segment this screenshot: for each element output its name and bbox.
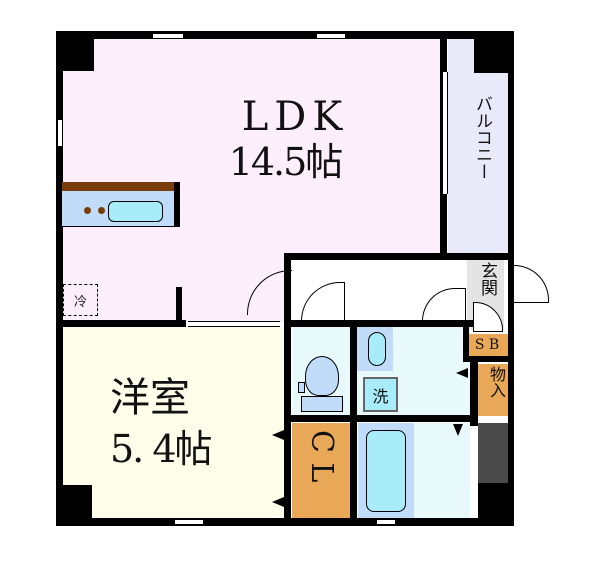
kitchen-counter-top <box>62 182 176 191</box>
room-storage <box>478 364 508 416</box>
storage-label: 物入 <box>487 366 506 398</box>
wall-left <box>56 31 63 526</box>
wall-toilet-closet <box>284 415 476 422</box>
toilet-tank-icon <box>301 396 343 412</box>
toilet-paper-icon <box>298 382 305 393</box>
wall-ldk-western <box>56 320 186 327</box>
window-bottom-2 <box>377 519 395 525</box>
corner-br <box>478 483 514 526</box>
western-room-size: 5. 4帖 <box>110 427 213 471</box>
wall-hall-top <box>284 253 514 260</box>
room-shoebox <box>466 334 508 358</box>
wall-hall-bottom <box>284 320 474 327</box>
wall-kitchen-stub <box>176 287 182 327</box>
closet-label: C L <box>304 430 339 483</box>
wall-shoebox-bottom <box>463 356 513 362</box>
window-top-2 <box>317 33 345 39</box>
window-balcony-door <box>442 72 448 194</box>
fridge-space: 冷 <box>63 284 98 316</box>
meter-box <box>478 423 508 483</box>
room-western <box>62 327 284 517</box>
toilet-bowl-icon <box>305 356 339 396</box>
window-left <box>57 120 63 146</box>
ldk-label: LDK <box>241 94 349 140</box>
shoebox-label: S B <box>474 337 500 353</box>
balcony-label: バルコニー <box>472 95 492 180</box>
fridge-label: 冷 <box>73 294 87 310</box>
ldk-size: 14.5帖 <box>228 140 344 184</box>
closet-door-marker[interactable] <box>272 430 284 440</box>
washer-space: 洗 <box>363 377 398 412</box>
wash-basin-icon <box>368 332 386 366</box>
window-bottom-1 <box>175 519 203 525</box>
corner-tr <box>474 31 514 73</box>
sliding-door-western[interactable] <box>188 321 280 327</box>
washer-label: 洗 <box>372 386 389 406</box>
stove-burner-icon <box>84 207 91 214</box>
wall-right <box>508 31 514 526</box>
wall-entry-right <box>463 320 469 360</box>
kitchen-sink-icon <box>108 201 163 222</box>
entrance-label: 玄関 <box>477 262 497 296</box>
door-entrance[interactable] <box>514 265 549 303</box>
corner-bl <box>56 485 92 526</box>
room-bath-area <box>414 423 470 519</box>
wall-storage-left <box>470 356 478 426</box>
closet-door-marker[interactable] <box>272 497 284 507</box>
wall-hall-left <box>284 253 291 523</box>
window-top-1 <box>153 33 183 39</box>
wall-top <box>56 31 512 39</box>
bathtub-icon <box>366 430 406 512</box>
stove-burner-icon <box>98 207 105 214</box>
bath-door-marker[interactable] <box>453 424 463 436</box>
kitchen-counter-end <box>174 182 180 227</box>
room-balcony <box>448 37 508 255</box>
western-room-label: 洋室 <box>110 375 190 421</box>
room-closet <box>292 423 350 519</box>
corner-tl <box>56 31 94 71</box>
storage-door-marker[interactable] <box>456 368 468 378</box>
